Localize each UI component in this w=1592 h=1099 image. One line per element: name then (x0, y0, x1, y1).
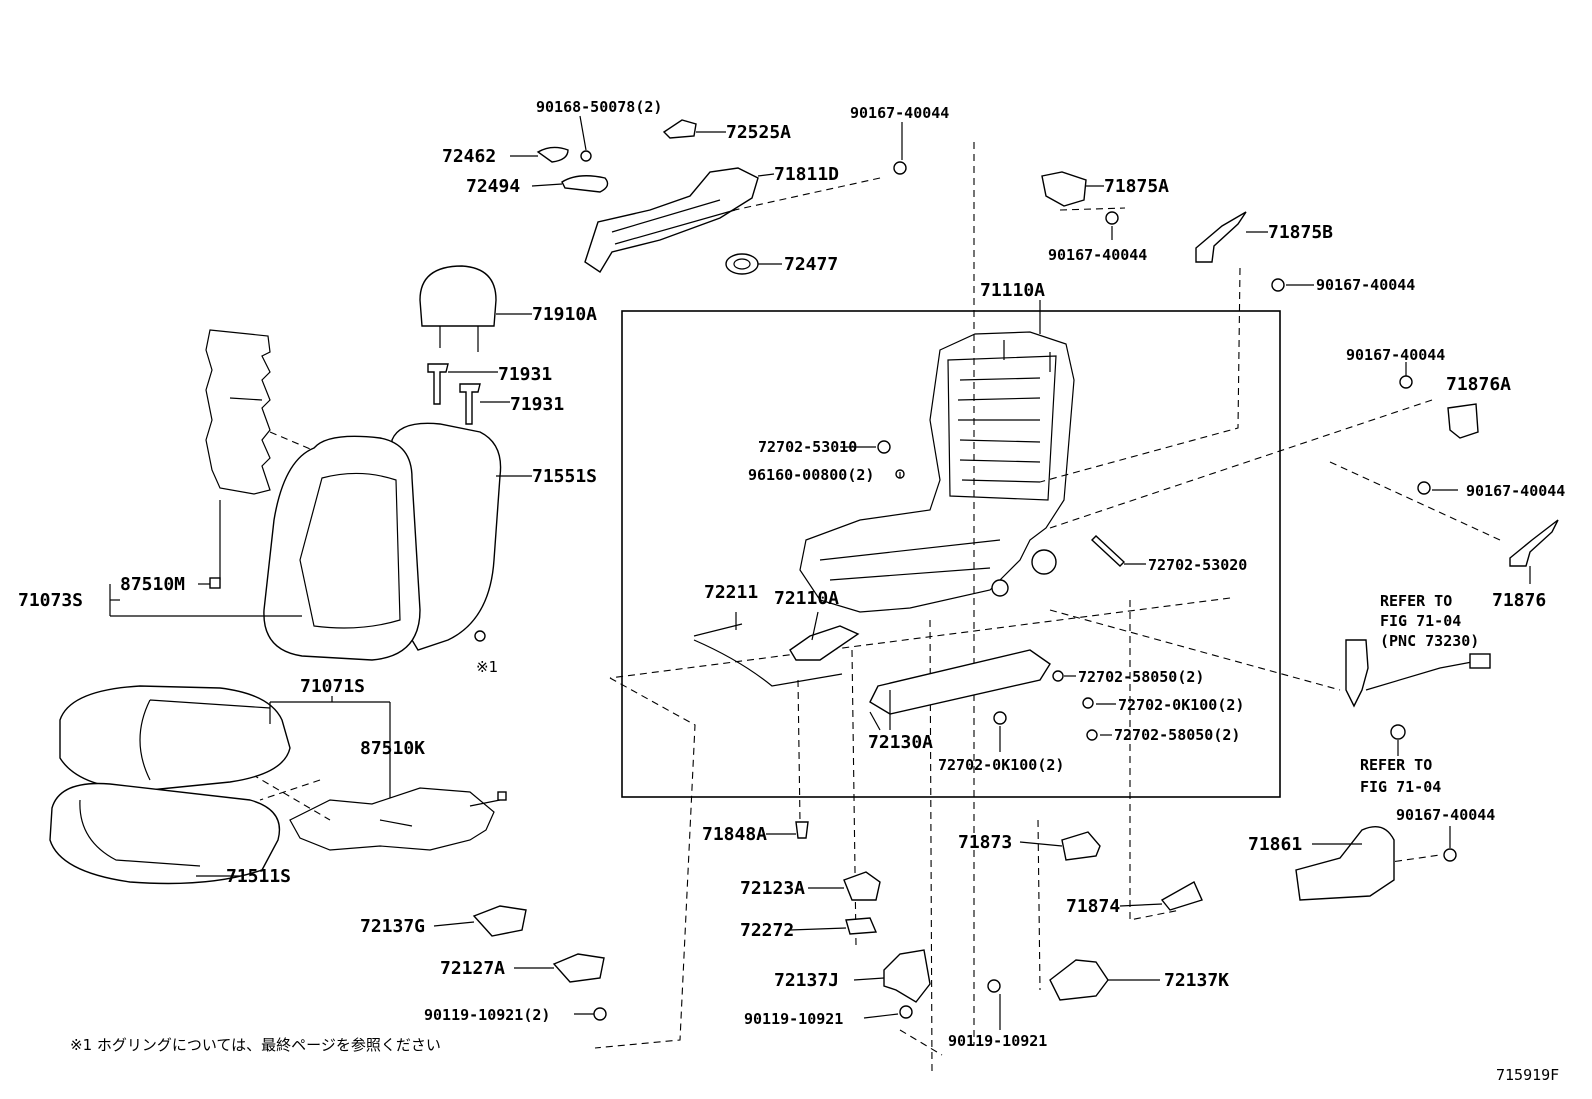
part-87510K-sheet (289, 787, 495, 851)
label-71875B: 71875B (1268, 222, 1333, 243)
label-71071S: 71071S (300, 676, 365, 697)
part-72462-shape (536, 146, 569, 163)
label-90167-40044-d: 90167-40044 (1466, 482, 1565, 500)
label-90119-10921-a: 90119-10921 (744, 1010, 843, 1028)
label-71931-1: 71931 (498, 364, 552, 385)
part-71873-shape (1061, 831, 1101, 861)
label-90167-40044-b: 90167-40044 (1316, 276, 1415, 294)
label-90167-40044-c: 90167-40044 (1346, 346, 1445, 364)
refer-to-1-line2: FIG 71-04 (1380, 612, 1461, 630)
label-72211: 72211 (704, 582, 758, 603)
part-71811D-shape (584, 167, 759, 273)
label-96160-00800: 96160-00800(2) (748, 466, 874, 484)
part-72137G-shape (472, 905, 527, 937)
label-72702-58050-2: 72702-58050(2) (1114, 726, 1240, 744)
label-72702-0K100-2: 72702-0K100(2) (938, 756, 1064, 774)
label-90119-10921-2: 90119-10921(2) (424, 1006, 550, 1024)
label-72137G: 72137G (360, 916, 425, 937)
label-90168-50078: 90168-50078(2) (536, 98, 662, 116)
label-71874: 71874 (1066, 896, 1120, 917)
label-71848A: 71848A (702, 824, 767, 845)
part-71848A-shape (795, 821, 809, 839)
label-72130A: 72130A (868, 732, 933, 753)
label-71875A: 71875A (1104, 176, 1169, 197)
part-71876A-shape (1447, 403, 1479, 439)
label-90167-40044-top: 90167-40044 (850, 104, 949, 122)
part-72525A-shape (662, 119, 697, 139)
diagram-id: 715919F (1496, 1066, 1559, 1084)
leader-lines (109, 115, 1531, 1030)
part-72137J-shape (883, 949, 931, 1003)
refer-to-2-line1: REFER TO (1360, 756, 1432, 774)
label-72702-58050-1: 72702-58050(2) (1078, 668, 1204, 686)
footnote: ※1 ホグリングについては、最終ページを参照ください (70, 1036, 441, 1054)
label-90167-40044-e: 90167-40044 (1396, 806, 1495, 824)
refer-to-1-line1: REFER TO (1380, 592, 1452, 610)
part-71073S-back-pad (263, 435, 421, 661)
label-71873: 71873 (958, 832, 1012, 853)
part-72137K-shape (1049, 959, 1109, 1001)
label-90119-10921-b: 90119-10921 (948, 1032, 1047, 1050)
part-87510M-sheet (205, 329, 271, 495)
part-72123A-shape (843, 871, 881, 901)
part-72110A-shape (789, 625, 860, 661)
label-90167-40044-a: 90167-40044 (1048, 246, 1147, 264)
label-87510K: 87510K (360, 738, 425, 759)
part-71910A-headrest (419, 265, 497, 327)
label-72494: 72494 (466, 176, 520, 197)
part-72130A-rail (869, 649, 1051, 715)
refer-to-1-line3: (PNC 73230) (1380, 632, 1479, 650)
label-72702-53010: 72702-53010 (758, 438, 857, 456)
label-72525A: 72525A (726, 122, 791, 143)
part-71110A-frame (799, 331, 1075, 613)
part-72272-shape (845, 917, 878, 935)
label-71073S: 71073S (18, 590, 83, 611)
label-72462: 72462 (442, 146, 496, 167)
label-72127A: 72127A (440, 958, 505, 979)
part-72211-wire (693, 623, 843, 687)
part-72477-shape (725, 253, 759, 275)
part-71511S-cushion-pad (49, 782, 281, 885)
label-71511S: 71511S (226, 866, 291, 887)
label-72272: 72272 (740, 920, 794, 941)
label-72702-53020: 72702-53020 (1148, 556, 1247, 574)
refer-to-2-line2: FIG 71-04 (1360, 778, 1441, 796)
part-71874-shape (1160, 881, 1203, 911)
label-72123A: 72123A (740, 878, 805, 899)
label-71861: 71861 (1248, 834, 1302, 855)
label-72110A: 72110A (774, 588, 839, 609)
label-71110A: 71110A (980, 280, 1045, 301)
label-71876: 71876 (1492, 590, 1546, 611)
part-71876-shape (1509, 519, 1559, 567)
seatbelt-buckle-shape (1345, 639, 1369, 708)
label-72477: 72477 (784, 254, 838, 275)
part-71931-guide-2 (459, 383, 481, 425)
label-71876A: 71876A (1446, 374, 1511, 395)
frame-assembly-box (621, 310, 1281, 798)
part-labels: 90168-50078(2) 72525A 72462 72494 71811D… (18, 98, 1565, 1084)
label-72137J: 72137J (774, 970, 839, 991)
part-72127A-shape (552, 953, 605, 983)
hog-ring-mark (474, 630, 486, 642)
label-87510M: 87510M (120, 574, 185, 595)
label-72702-0K100-1: 72702-0K100(2) (1118, 696, 1244, 714)
label-71551S: 71551S (532, 466, 597, 487)
label-71910A: 71910A (532, 304, 597, 325)
note-mark-hog-ring: ※1 (476, 658, 498, 676)
label-71811D: 71811D (774, 164, 839, 185)
part-71861-knob (1295, 826, 1395, 901)
part-71875A-shape (1041, 171, 1087, 207)
label-72137K: 72137K (1164, 970, 1229, 991)
part-71931-guide-1 (427, 363, 449, 405)
part-71875B-shape (1195, 211, 1247, 263)
label-71931-2: 71931 (510, 394, 564, 415)
part-72494-shape (561, 175, 609, 193)
